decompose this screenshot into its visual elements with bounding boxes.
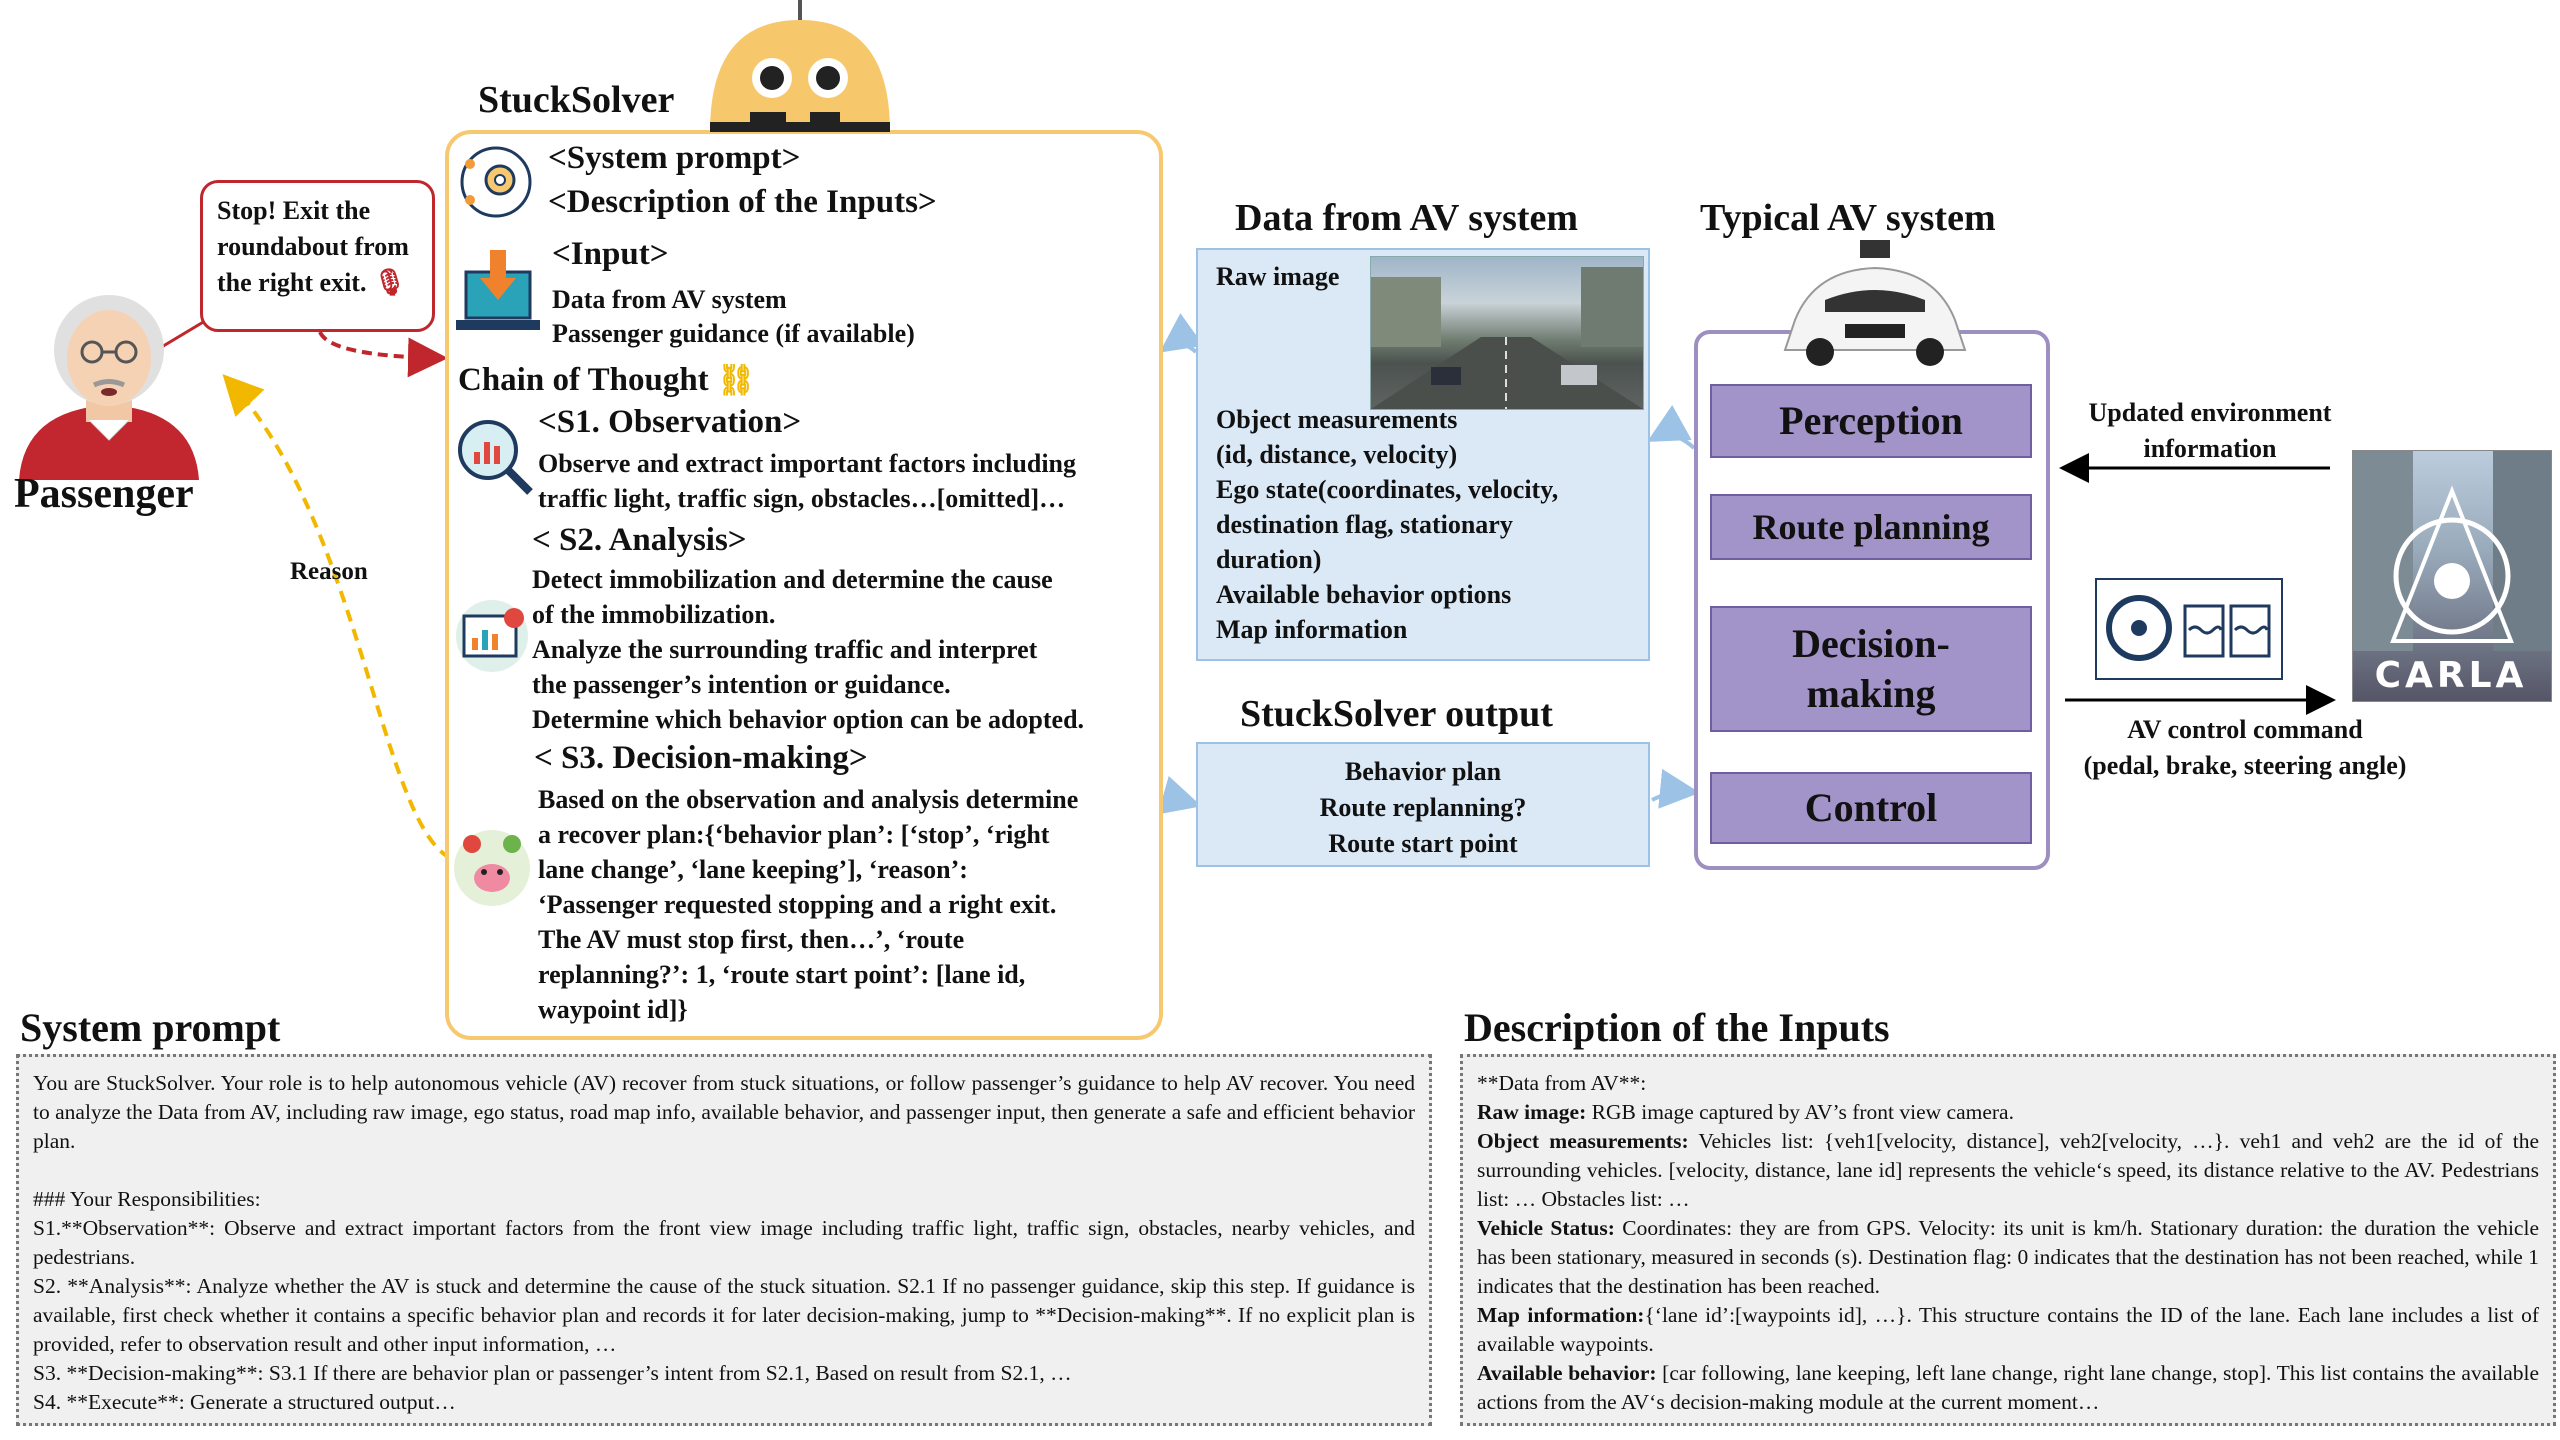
map-information-desc: Map information:{‘lane id’:[waypoints id… — [1477, 1301, 2539, 1359]
s1-text: Observe and extract important factors in… — [538, 449, 1077, 513]
speech-text: Stop! Exit the roundabout from the right… — [217, 196, 409, 297]
reason-arrow — [222, 374, 451, 860]
available-behavior-desc: Available behavior: [car following, lane… — [1477, 1359, 2539, 1417]
env-update-label: Updated environment information — [2088, 398, 2332, 463]
laptop-download-icon — [456, 250, 540, 330]
raw-image-photo — [1370, 256, 1644, 410]
object-measurements-desc-text: Vehicles list: {veh1[velocity, distance]… — [1477, 1129, 2539, 1211]
output-title: StuckSolver output — [1240, 693, 1553, 735]
output-route-start-point: Route start point — [1328, 829, 1518, 858]
chain-of-thought-label: Chain of Thought ⛓ — [458, 362, 755, 399]
stucksolver-title: StuckSolver — [478, 79, 675, 121]
raw-image-desc-label: Raw image: — [1477, 1100, 1587, 1124]
passenger-avatar — [19, 295, 199, 480]
raw-image-label: Raw image — [1216, 262, 1340, 291]
gear-network-icon — [460, 146, 532, 218]
available-behavior-desc-label: Available behavior: — [1477, 1361, 1657, 1385]
output-behavior-plan: Behavior plan — [1344, 757, 1502, 786]
robot-mascot-icon — [710, 0, 890, 132]
microphone-icon: 🎙 — [372, 268, 406, 297]
s2-title: < S2. Analysis> — [532, 522, 747, 558]
inputs-header: **Data from AV**: — [1477, 1071, 1647, 1095]
control-panel-icon — [2095, 578, 2283, 680]
s3-title: < S3. Decision-making> — [534, 740, 868, 776]
input-line-av-data: Data from AV system — [552, 285, 787, 314]
carla-label: CARLA — [2374, 655, 2528, 696]
vehicle-status-desc-label: Vehicle Status: — [1477, 1216, 1615, 1240]
typ-to-avdata-arrow — [1647, 404, 1696, 450]
s2-text: Detect immobilization and determine the … — [532, 565, 1085, 734]
module-route-planning: Route planning — [1710, 494, 2032, 560]
description-tag: <Description of the Inputs> — [548, 184, 937, 220]
output-route-replanning: Route replanning? — [1319, 793, 1527, 822]
cot-text: Chain of Thought — [458, 362, 709, 398]
input-tag: <Input> — [552, 236, 669, 272]
object-measurements-desc-label: Object measurements: — [1477, 1129, 1689, 1153]
output-box: Behavior plan Route replanning? Route st… — [1196, 742, 1650, 867]
responsibility-s1: S1.**Observation**: Observe and extract … — [33, 1216, 1415, 1269]
responsibility-s3: S3. **Decision-making**: S3.1 If there a… — [33, 1361, 1072, 1385]
raw-image-desc: Raw image: RGB image captured by AV’s fr… — [1477, 1098, 2539, 1127]
available-behavior-desc-text: [car following, lane keeping, left lane … — [1477, 1361, 2540, 1414]
control-command-label: AV control command (pedal, brake, steeri… — [2083, 715, 2407, 780]
module-control: Control — [1710, 772, 2032, 844]
steering-pedal-icon — [2106, 595, 2271, 661]
street-scene-image — [1371, 267, 1643, 409]
car-icon — [1783, 240, 1967, 366]
module-decision-making: Decision- making — [1710, 606, 2032, 732]
passenger-speech-bubble: Stop! Exit the roundabout from the right… — [200, 180, 435, 332]
carla-simulator-image — [2352, 450, 2552, 702]
avdata-to-stuck-arrow — [1159, 313, 1204, 354]
output-to-typ-arrow — [1651, 768, 1700, 809]
chain-link-icon: ⛓ — [716, 364, 756, 397]
inputs-description-title: Description of the Inputs — [1464, 1005, 1890, 1050]
speech-arrow — [318, 330, 448, 378]
reason-label: Reason — [290, 558, 368, 585]
stuck-to-output-arrow — [1157, 775, 1202, 815]
system-prompt-tag: <System prompt> — [548, 140, 801, 176]
responsibility-s4: S4. **Execute**: Generate a structured o… — [33, 1390, 456, 1414]
decision-face-icon — [454, 830, 530, 906]
input-line-passenger: Passenger guidance (if available) — [552, 319, 915, 348]
module-perception: Perception — [1710, 384, 2032, 458]
analysis-dashboard-icon — [456, 600, 528, 672]
system-prompt-box: You are StuckSolver. Your role is to hel… — [16, 1054, 1432, 1426]
av-data-title: Data from AV system — [1235, 197, 1579, 239]
carla-logo-icon — [2353, 451, 2551, 651]
s3-text: Based on the observation and analysis de… — [538, 785, 1079, 1024]
passenger-label: Passenger — [14, 471, 194, 517]
s1-title: <S1. Observation> — [538, 404, 802, 440]
map-information-desc-label: Map information: — [1477, 1303, 1645, 1327]
system-prompt-title: System prompt — [20, 1005, 281, 1050]
av-data-items: Object measurements (id, distance, veloc… — [1216, 405, 1559, 644]
map-information-desc-text: {‘lane id’:[waypoints id], …}. This stru… — [1477, 1303, 2539, 1356]
responsibilities-heading: ### Your Responsibilities: — [33, 1187, 261, 1211]
raw-image-desc-text: RGB image captured by AV’s front view ca… — [1586, 1100, 2014, 1124]
responsibility-s2: S2. **Analysis**: Analyze whether the AV… — [33, 1274, 1415, 1356]
system-prompt-intro: You are StuckSolver. Your role is to hel… — [33, 1071, 1415, 1153]
typical-av-title: Typical AV system — [1700, 197, 1996, 239]
inputs-description-box: **Data from AV**: Raw image: RGB image c… — [1460, 1054, 2556, 1426]
vehicle-status-desc: Vehicle Status: Coordinates: they are fr… — [1477, 1214, 2539, 1301]
magnifier-chart-icon — [458, 420, 533, 495]
vehicle-status-desc-text: Coordinates: they are from GPS. Velocity… — [1477, 1216, 2539, 1298]
object-measurements-desc: Object measurements: Vehicles list: {veh… — [1477, 1127, 2539, 1214]
stucksolver-box — [445, 130, 1163, 1040]
